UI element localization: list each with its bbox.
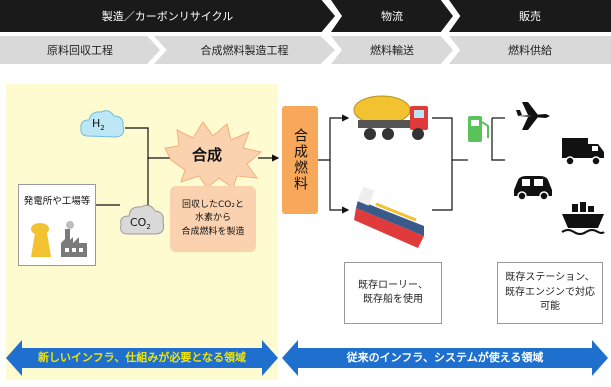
logistics-callout: 既存ローリー、 既存船を使用: [344, 262, 442, 324]
truck-icon: [562, 138, 604, 166]
phase-sales: 販売: [449, 0, 611, 32]
emission-source-label: 発電所や工場等: [23, 196, 91, 207]
synthesis-burst: [164, 121, 263, 189]
process-transport-label: 燃料輸送: [370, 44, 414, 57]
footer-left-label: 新しいインフラ、仕組みが必要となる領域: [37, 351, 247, 364]
synthetic-fuel-label: 合成燃料: [292, 128, 308, 192]
footer-right-label: 従来のインフラ、システムが使える領域: [346, 351, 544, 364]
footer-arrow-left: [6, 340, 278, 376]
co2-cloud: CO2: [118, 200, 166, 244]
airplane-icon: [516, 102, 550, 130]
process-supply: 燃料供給: [449, 36, 611, 64]
synthesis-description-box: 回収したCO₂と 水素から 合成燃料を製造: [170, 186, 256, 252]
synthesis-description: 回収したCO₂と 水素から 合成燃料を製造: [181, 199, 245, 237]
fuel-pump-icon: [468, 116, 489, 142]
h2-subscript: 2: [100, 124, 105, 133]
process-transport: 燃料輸送: [331, 36, 453, 64]
process-raw-material-label: 原料回収工程: [47, 44, 113, 57]
factory-icon: [31, 221, 87, 257]
cloud-icon: [80, 110, 125, 138]
co2-label: CO: [130, 216, 147, 229]
phase-logistics-label: 物流: [381, 10, 403, 23]
synthetic-fuel-box: 合成燃料: [282, 106, 318, 214]
cargo-ship-icon: [561, 202, 605, 235]
tanker-ship-icon: [354, 186, 424, 248]
tanker-truck-icon: [353, 95, 428, 140]
co2-subscript: 2: [146, 223, 151, 232]
synthesis-title: 合成: [192, 146, 223, 164]
phase-logistics: 物流: [331, 0, 453, 32]
process-synthesis-label: 合成燃料製造工程: [200, 44, 289, 57]
phase-manufacturing-label: 製造／カーボンリサイクル: [101, 10, 234, 23]
phase-sales-label: 販売: [519, 10, 541, 23]
car-icon: [514, 176, 552, 201]
footer-arrow-right: [282, 340, 608, 376]
emission-source-box: 発電所や工場等: [18, 184, 96, 266]
hydrogen-cloud: H2: [78, 106, 126, 146]
h2-label: H: [92, 117, 101, 130]
cloud-icon: [120, 204, 165, 235]
process-supply-label: 燃料供給: [508, 44, 552, 57]
phase-manufacturing: 製造／カーボンリサイクル: [0, 0, 335, 32]
retail-callout: 既存ステーション、 既存エンジンで対応 可能: [497, 262, 603, 324]
process-synthesis: 合成燃料製造工程: [154, 36, 335, 64]
process-raw-material: 原料回収工程: [0, 36, 160, 64]
